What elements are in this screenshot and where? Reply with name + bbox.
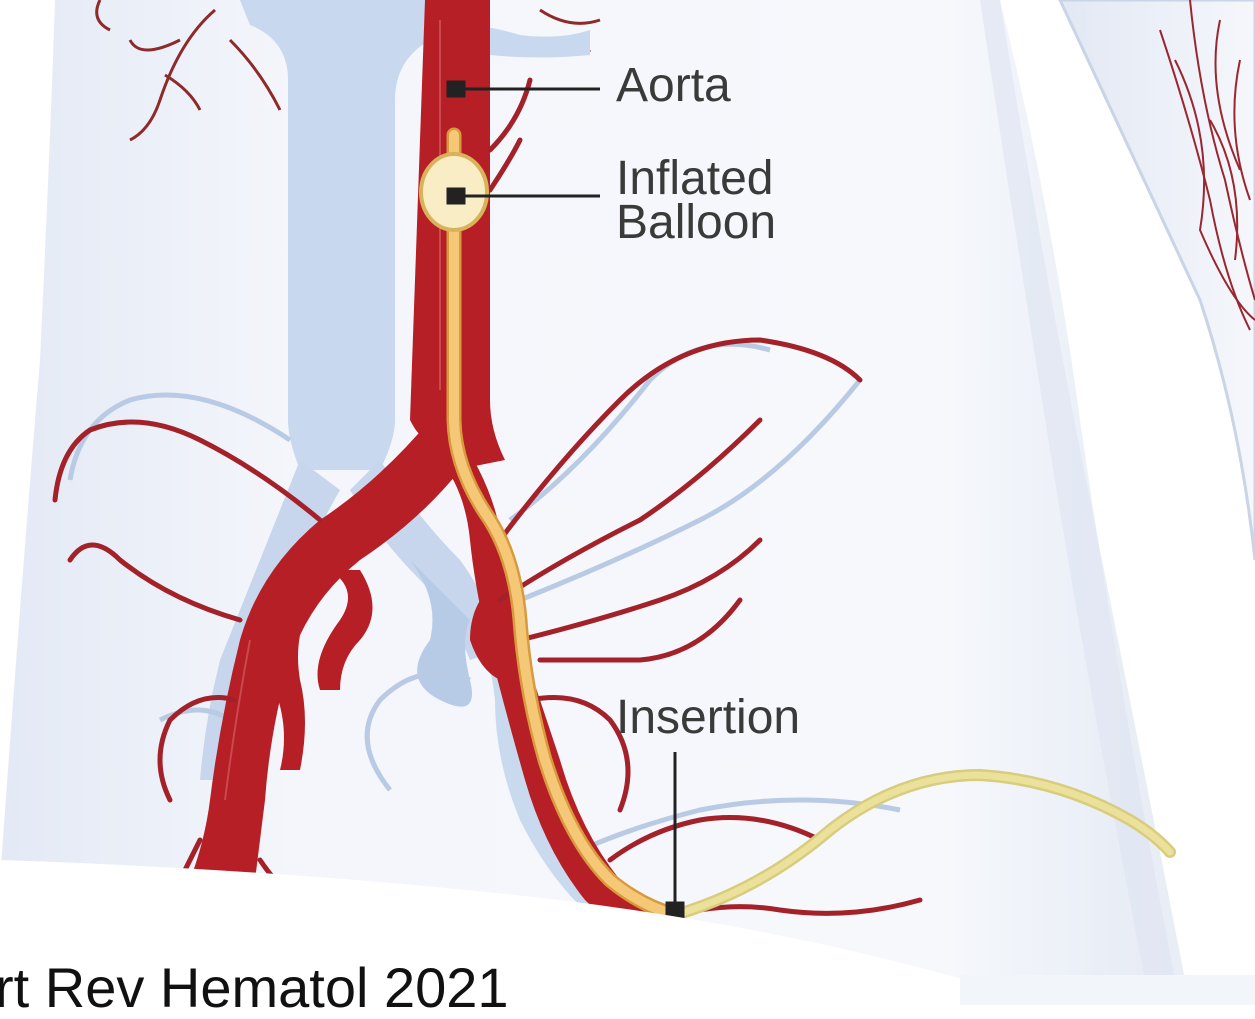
inflated-balloon-label-line1: Inflated [616, 157, 776, 201]
balloon-marker [448, 189, 464, 203]
arm-silhouette [1060, 0, 1255, 560]
aorta-label: Aorta [616, 64, 731, 108]
inflated-balloon-label-line2: Balloon [616, 201, 776, 245]
citation-text: rt Rev Hematol 2021 [0, 958, 509, 1018]
inflated-balloon-label: Inflated Balloon [616, 157, 776, 245]
insertion-marker [667, 903, 683, 917]
aorta-marker [448, 82, 464, 96]
insertion-label: Insertion [616, 696, 800, 740]
